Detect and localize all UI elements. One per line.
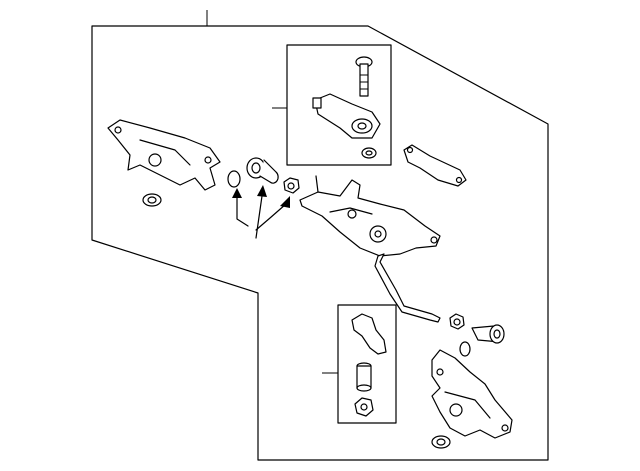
pin	[356, 362, 372, 392]
seat-motor	[312, 93, 381, 139]
recliner-mechanism	[299, 175, 441, 323]
release-handle	[351, 313, 387, 355]
handle-nut	[354, 397, 374, 417]
right-spacer-ring	[459, 341, 471, 357]
left-hinge-bracket	[107, 119, 221, 191]
assembly-outline	[91, 25, 549, 461]
left-washer-hole	[147, 196, 157, 204]
nut	[283, 177, 300, 194]
motor-bolt	[355, 56, 373, 97]
handle-inset-box	[337, 304, 397, 424]
motor-inset-box	[286, 44, 392, 166]
spacer-ring	[227, 170, 241, 188]
link-plate	[403, 144, 467, 187]
right-hinge-bracket	[431, 349, 513, 439]
right-bushing	[471, 324, 505, 344]
bushing	[246, 157, 279, 184]
callout-arrows	[232, 185, 290, 239]
motor-washer-hole	[365, 150, 373, 156]
right-washer-hole	[436, 438, 446, 446]
right-nut	[449, 313, 465, 330]
